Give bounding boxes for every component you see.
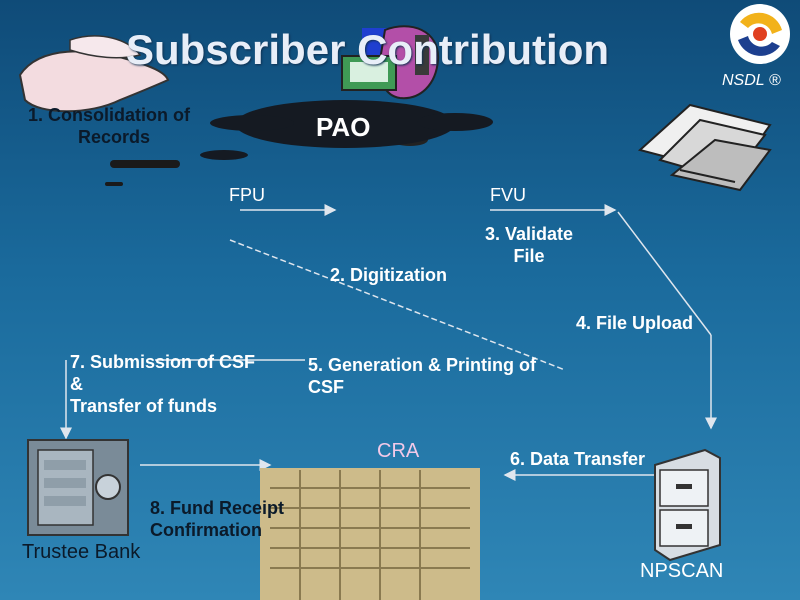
step-8-label: 8. Fund Receipt Confirmation (150, 497, 284, 541)
fpu-label: FPU (229, 185, 265, 205)
step-7-line-2: & (70, 374, 83, 394)
cra-archive-photo (260, 468, 480, 600)
arrow-file-upload-a (617, 211, 712, 336)
person-clipart (341, 25, 440, 146)
arrow-dashed-diag (229, 239, 566, 371)
step-5-line-1: 5. Generation & Printing of (308, 355, 537, 375)
cra-label: CRA (377, 440, 420, 462)
fvu-label: FVU (490, 185, 526, 205)
pao-label: PAO (316, 112, 371, 142)
slide-title: Subscriber Contribution (126, 26, 609, 73)
step-8-line-1: 8. Fund Receipt (150, 498, 285, 518)
npscan-label: NPSCAN (640, 560, 724, 582)
nsdl-logo-text: NSDL ® (722, 72, 781, 89)
step-8-line-2: Confirmation (150, 520, 262, 540)
step-6-label: 6. Data Transfer (510, 449, 646, 469)
step-4-label: 4. File Upload (576, 313, 694, 333)
step-1-line-2: Records (78, 127, 151, 147)
flow-arrows (60, 204, 717, 481)
documents-clipart (637, 103, 772, 192)
step-3-line-2: File (513, 246, 545, 266)
step-5-label: 5. Generation & Printing of CSF (308, 354, 536, 398)
safe-clipart (27, 439, 129, 536)
step-2-label: 2. Digitization (330, 265, 447, 285)
step-1-label: 1. Consolidation of Records (28, 104, 190, 148)
step-1-line-1: 1. Consolidation of (28, 105, 190, 125)
step-7-line-1: 7. Submission of CSF (70, 352, 256, 372)
hand-clipart (18, 35, 180, 186)
nsdl-logo (730, 4, 790, 64)
step-7-line-3: Transfer of funds (70, 396, 218, 416)
step-3-label: 3. Validate File (485, 223, 573, 267)
step-7-label: 7. Submission of CSF & Transfer of funds (70, 351, 255, 417)
step-3-line-1: 3. Validate (485, 224, 574, 244)
pao-cloud (200, 100, 493, 160)
trustee-bank-label: Trustee Bank (22, 541, 141, 563)
filing-cabinet-clipart (654, 448, 721, 562)
step-5-line-2: CSF (308, 377, 344, 397)
